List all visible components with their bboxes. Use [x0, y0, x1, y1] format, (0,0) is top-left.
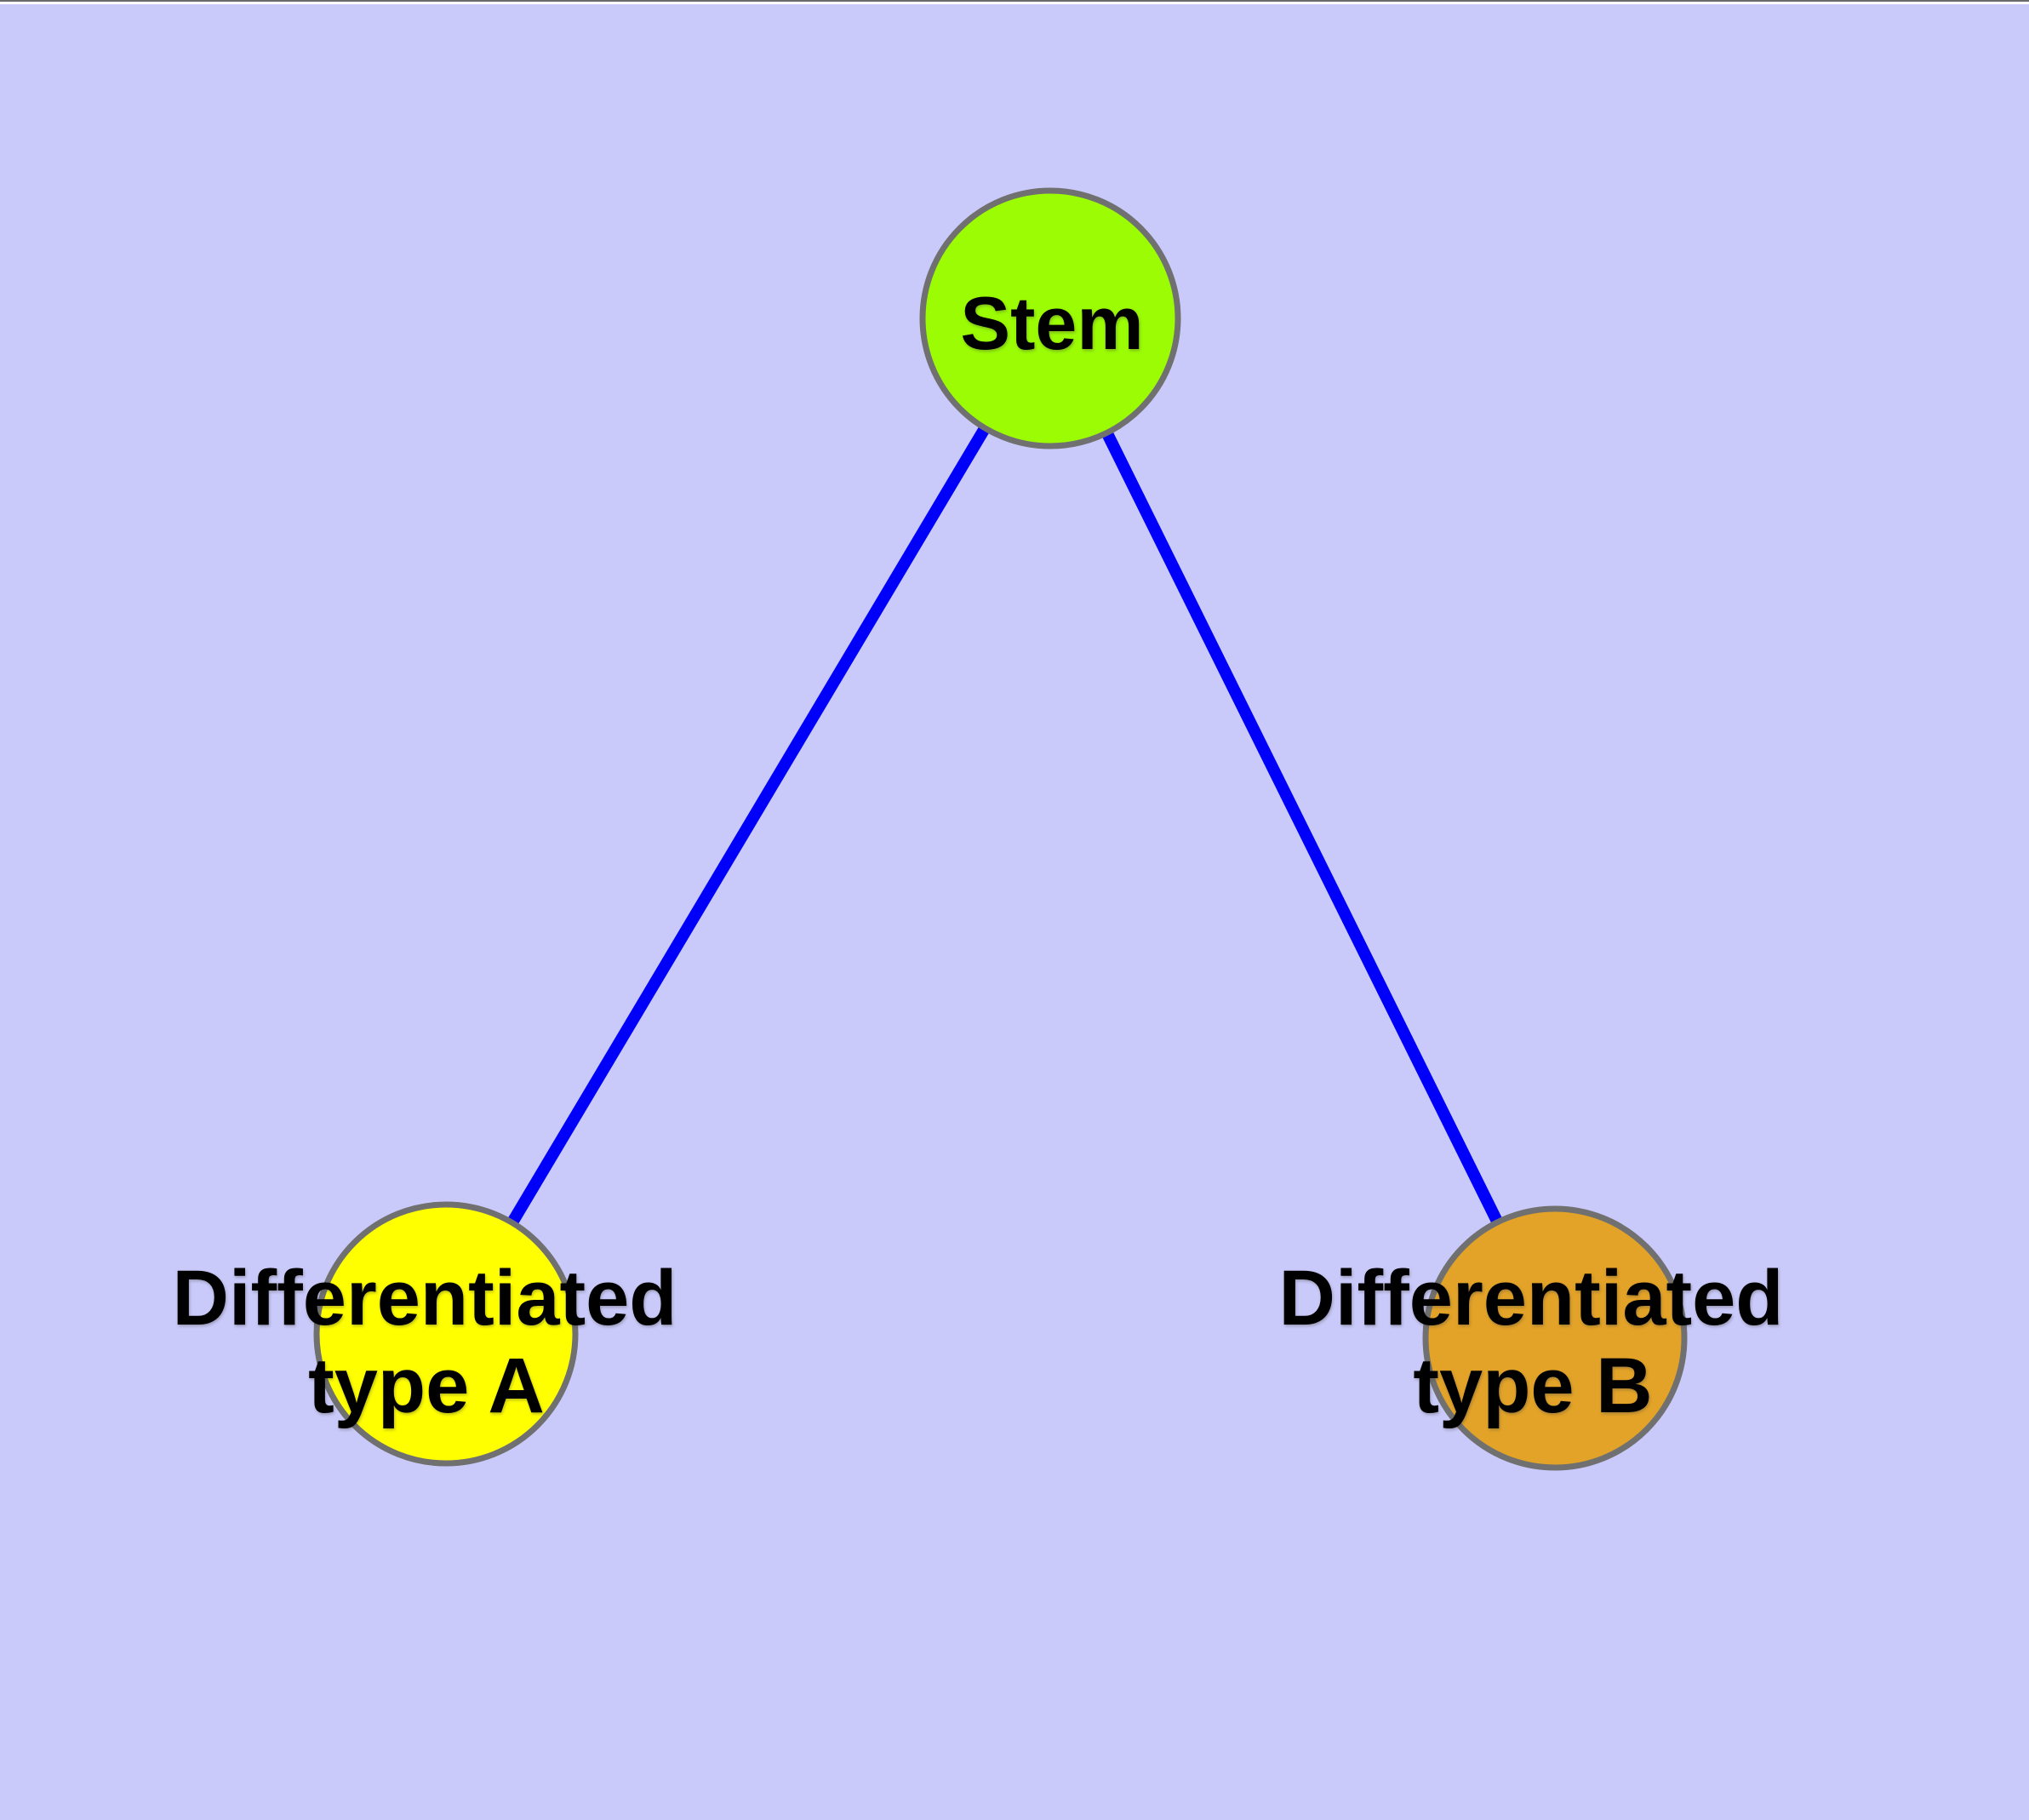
node-differentiated-type-b-label-line2: type B — [1413, 1342, 1652, 1429]
edge-stem-to-type-b — [1044, 315, 1561, 1342]
node-stem[interactable] — [919, 187, 1181, 449]
node-differentiated-type-a-label-line2: type A — [308, 1342, 545, 1429]
edge-stem-to-type-a — [440, 315, 1056, 1337]
window-top-strip — [0, 0, 2029, 4]
node-differentiated-type-b[interactable] — [1422, 1205, 1688, 1471]
node-stem-label: Stem — [960, 281, 1143, 365]
node-differentiated-type-b-label-line1: Differentiated — [1279, 1255, 1784, 1342]
node-differentiated-type-a-label-line1: Differentiated — [173, 1255, 677, 1342]
node-differentiated-type-a[interactable] — [313, 1201, 579, 1467]
